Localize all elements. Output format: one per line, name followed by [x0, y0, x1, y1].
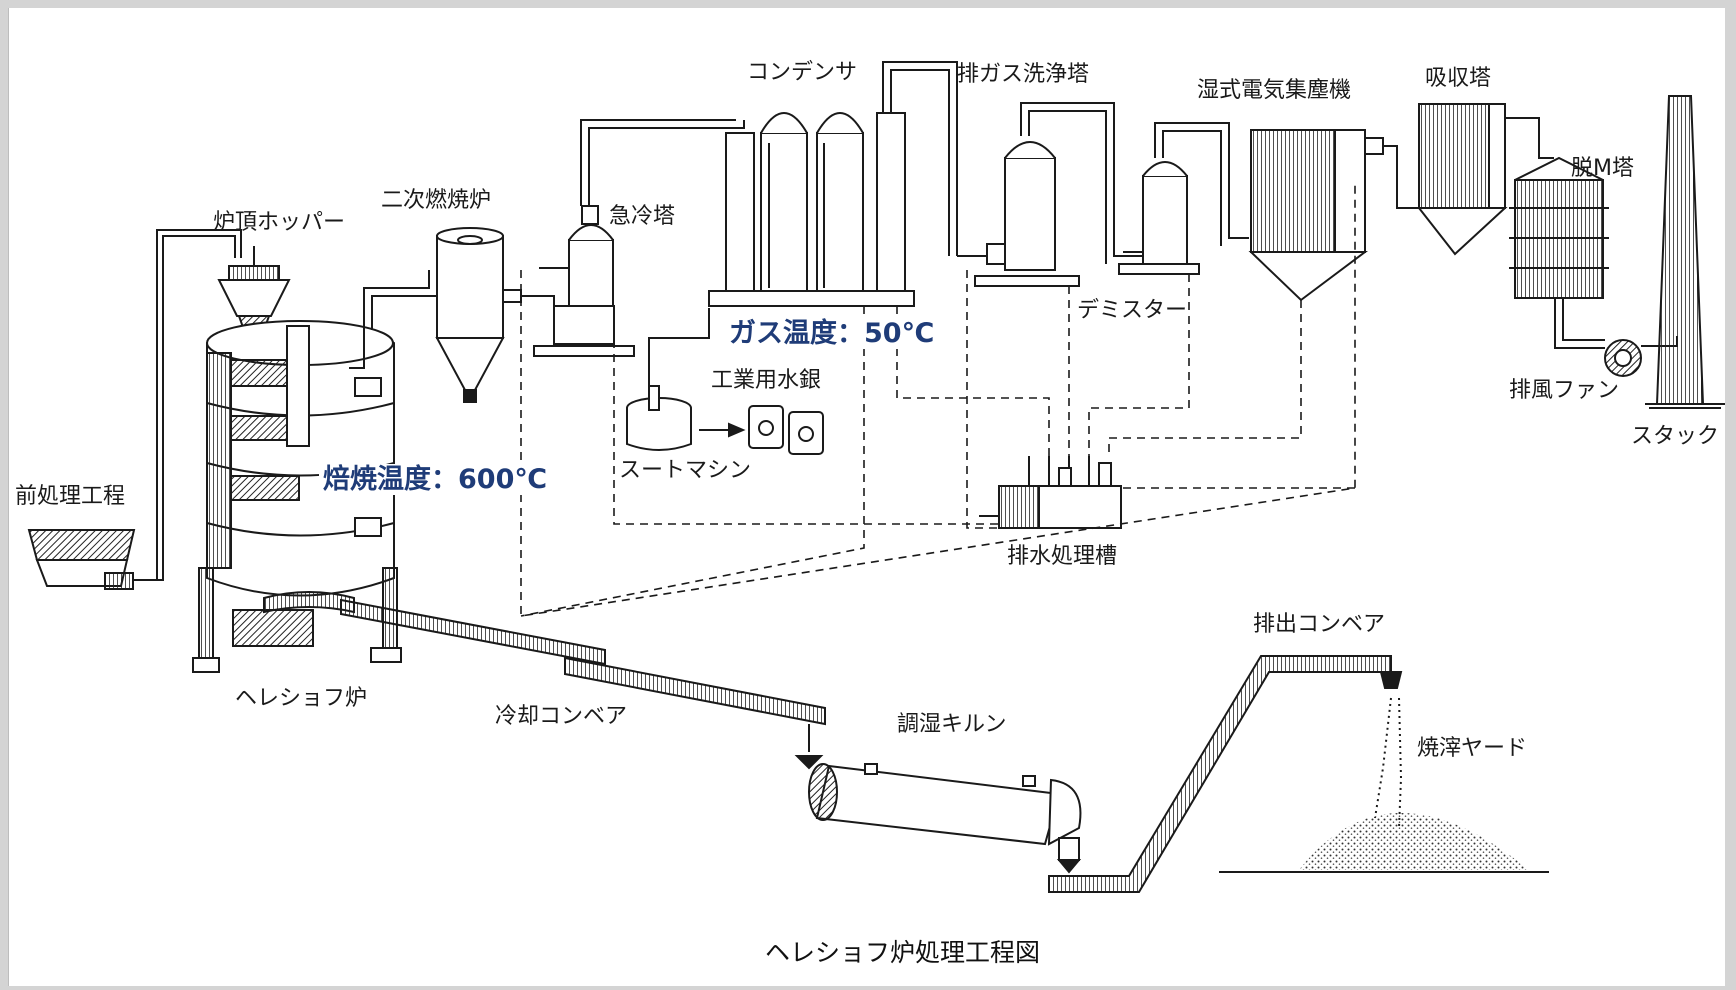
label-cooling-conveyor: 冷却コンベア	[495, 704, 628, 729]
label-wastewater-tank: 排水処理槽	[1007, 544, 1118, 569]
label-wet-esp: 湿式電気集塵機	[1197, 78, 1352, 103]
wet-electrostatic-precipitator	[1248, 129, 1419, 302]
wastewater-tank	[979, 456, 1122, 529]
label-ash-yard: 焼滓ヤード	[1417, 736, 1528, 761]
ash-yard-pile	[1219, 697, 1549, 873]
label-pretreatment: 前処理工程	[15, 484, 126, 509]
label-humidifying-kiln: 調湿キルン	[897, 712, 1007, 737]
herreshoff-furnace	[192, 320, 402, 673]
humidifying-kiln	[808, 763, 1082, 874]
diagram-canvas: 前処理工程 炉頂ホッパー 二次燃焼炉 急冷塔 コンデンサ 排ガス洗浄塔 湿式電気…	[8, 8, 1725, 986]
condenser-bank	[708, 61, 958, 307]
label-condenser: コンデンサ	[747, 60, 858, 85]
process-flow-drawing	[27, 61, 1725, 893]
roast-temperature-highlight: 焙焼温度：600℃	[319, 464, 552, 495]
mercury-containers	[748, 405, 824, 455]
demister	[1118, 122, 1249, 275]
label-demister: デミスター	[1077, 298, 1188, 323]
secondary-combustion-furnace	[363, 227, 522, 403]
stack	[1645, 95, 1725, 409]
label-de-m-tower: 脱M塔	[1571, 156, 1634, 181]
pretreatment-unit	[27, 229, 242, 590]
label-industrial-mercury: 工業用水銀	[711, 368, 822, 393]
label-top-hopper: 炉頂ホッパー	[213, 210, 346, 235]
label-secondary-combustor: 二次燃焼炉	[381, 188, 492, 213]
de-m-tower	[1509, 156, 1609, 349]
discharge-conveyor	[1048, 655, 1403, 893]
label-exhaust-fan: 排風ファン	[1509, 378, 1620, 403]
top-hopper	[217, 246, 291, 334]
label-quench-tower: 急冷塔	[609, 204, 676, 229]
label-soot-machine: スートマシン	[619, 458, 752, 483]
gas-scrubber-tower	[957, 102, 1143, 287]
quench-tower	[521, 119, 745, 357]
absorber-tower	[1416, 103, 1554, 256]
gas-temperature-highlight: ガス温度：50℃	[725, 318, 939, 349]
cooling-conveyor	[340, 598, 826, 770]
label-gas-scrubber: 排ガス洗浄塔	[957, 62, 1090, 87]
label-discharge-conveyor: 排出コンベア	[1253, 612, 1386, 637]
label-stack: スタック	[1631, 424, 1720, 449]
soot-machine	[626, 308, 746, 451]
label-furnace: ヘレショフ炉	[235, 686, 368, 711]
label-absorber: 吸収塔	[1425, 66, 1492, 91]
drain-lines	[520, 183, 1356, 617]
diagram-caption: ヘレショフ炉処理工程図	[765, 938, 1041, 967]
